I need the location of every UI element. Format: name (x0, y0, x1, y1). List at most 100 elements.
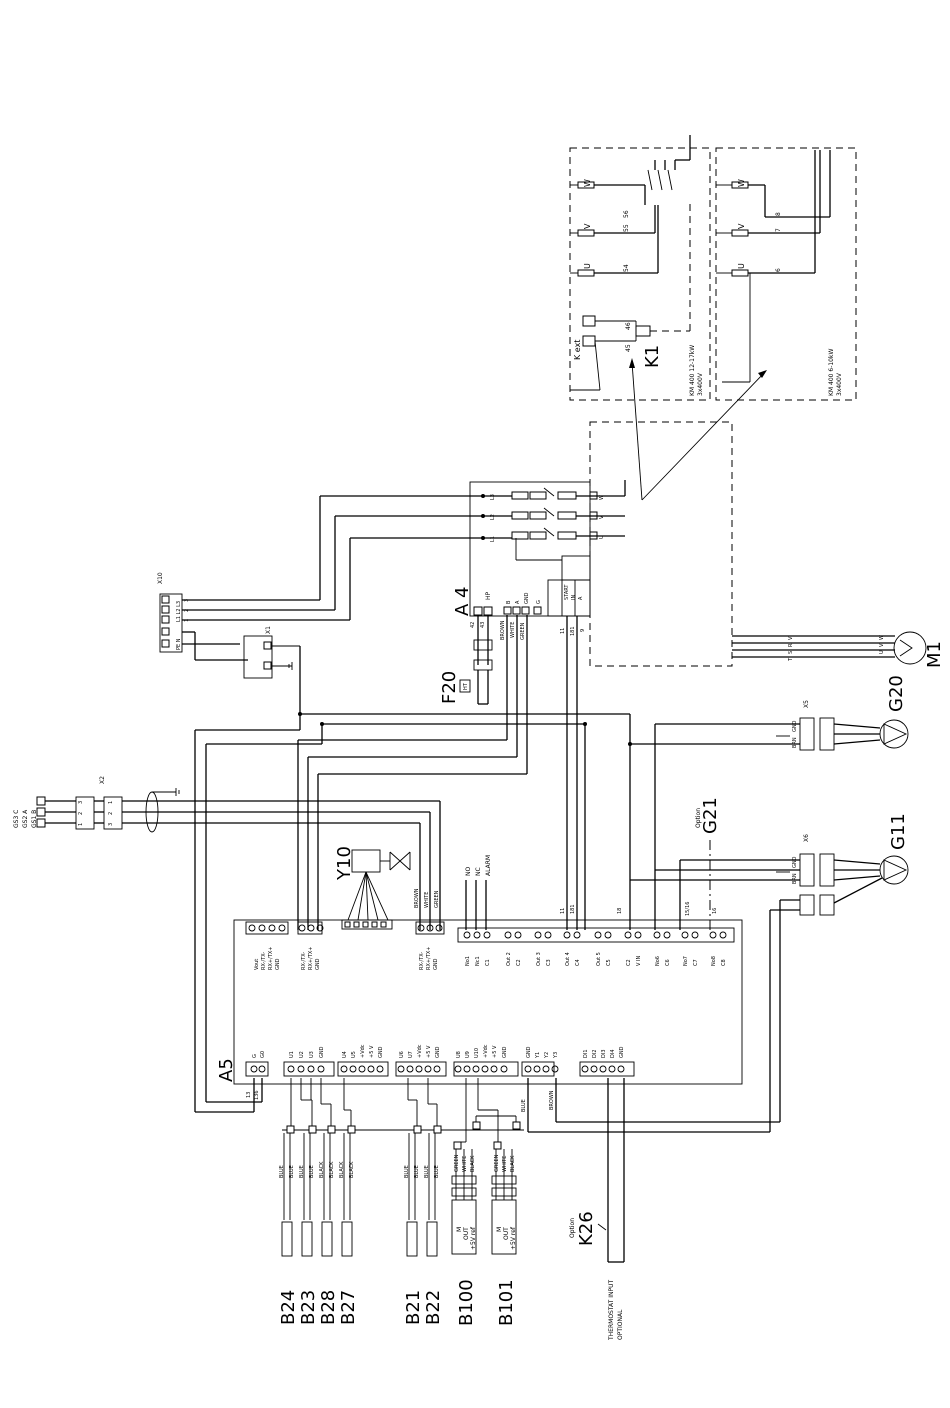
comm-color-brown: BROWN (414, 888, 420, 908)
km-400-12-17kw-label: KM 400 12-17kW (689, 345, 696, 396)
svg-text:G: G (536, 600, 542, 604)
comm-top-label: Vout (254, 959, 260, 970)
input-terminal-label: +5 V (369, 1045, 375, 1058)
svg-text:U: U (879, 650, 885, 654)
svg-text:2: 2 (108, 812, 114, 815)
input-terminal-label: +Vdc (417, 1044, 423, 1058)
k26-thermostat: K26 Option THERMOSTAT INPUT OPTIONAL (569, 1078, 625, 1341)
output-terminal-label: C6 (665, 959, 671, 966)
wire-number-181: 181 (570, 626, 576, 636)
x2-terminal: GS3 C GS2 A GS1 B 3 2 1 1 2 3 X2 (13, 776, 441, 930)
output-terminal-label: C2 (626, 959, 632, 966)
input-terminal-label: Y3 (553, 1052, 559, 1059)
svg-text:L1: L1 (490, 536, 496, 542)
x10-pe-terms: PE N (176, 638, 182, 650)
alarm-no: NO (465, 867, 472, 876)
g11-pump: GND BRN X6 G11 BLUE BROWN Option G21 (521, 797, 909, 1133)
wire-number-16: 16 (712, 908, 718, 914)
x6-label: X6 (803, 834, 810, 842)
output-terminal-label: C5 (606, 959, 612, 966)
output-terminal-label: Out 4 (565, 952, 571, 966)
input-terminal-label: GND (619, 1046, 625, 1058)
km-400-6-10kw-voltage: 3x400V (836, 372, 843, 396)
sensor-label-b100: B100 (456, 1279, 477, 1326)
input-terminal-label: DI4 (610, 1049, 616, 1058)
sensor-head-ref: +5V ref (470, 1226, 477, 1250)
input-terminal-label: GND (502, 1046, 508, 1058)
uvw-w: W (599, 495, 605, 500)
svg-text:GND: GND (792, 856, 798, 868)
f20-label: F20 (439, 671, 460, 704)
wire-number-55: 55 (623, 224, 630, 232)
g20-label: G20 (886, 675, 907, 712)
wire-number-15-16: 15/16 (685, 902, 691, 916)
sensor-label-b22: B22 (423, 1290, 444, 1325)
sensor-wire-color: BLUE (289, 1165, 295, 1178)
svg-text:BRN: BRN (792, 737, 798, 748)
svg-text:V: V (879, 643, 885, 647)
wire-number-9: 9 (580, 629, 586, 632)
sensor-label-b24: B24 (278, 1290, 299, 1325)
x1-label: X1 (265, 626, 272, 634)
km-400-6-10kw-label: KM 400 6-10kW (828, 349, 835, 396)
svg-text:T: T (788, 657, 794, 662)
output-terminal-label: C4 (575, 959, 581, 966)
input-terminal-label: G (252, 1054, 258, 1058)
svg-text:GND: GND (792, 720, 798, 732)
sensor-wire-color: WHITE (462, 1156, 468, 1172)
wire-color-brown-y: BROWN (549, 1090, 555, 1110)
sensor-wire-color: BLUE (414, 1165, 420, 1178)
sensor-head-m: M (496, 1227, 503, 1232)
svg-text:R: R (788, 643, 794, 647)
thermostat-optional-label: OPTIONAL (617, 1309, 624, 1340)
sensor-label-b23: B23 (298, 1290, 319, 1325)
svg-text:L3: L3 (490, 494, 496, 500)
uvw-v: V (599, 515, 605, 519)
uvw-label-v: V (583, 223, 592, 229)
uvw-label-w: W (583, 179, 592, 187)
wire-number-8: 8 (775, 212, 782, 216)
input-terminal-label: +Vdc (483, 1044, 489, 1058)
sensor-wire-color: GREEN (494, 1154, 500, 1172)
g21-option: Option (695, 808, 702, 828)
input-terminal-label: GND (435, 1046, 441, 1058)
wire-number-7: 7 (775, 228, 782, 232)
sensor-wire-color: BLUE (279, 1165, 285, 1178)
wire-number-56: 56 (623, 210, 630, 218)
output-terminal-label: Out 2 (506, 952, 512, 966)
sensor-label-b21: B21 (403, 1290, 424, 1325)
svg-text:3: 3 (184, 599, 190, 602)
comm-top-label: GND (275, 958, 281, 970)
sensor-wire-color: BLUE (404, 1165, 410, 1178)
input-terminal-label: U7 (408, 1051, 414, 1058)
sensor-wire-color: BLACK (329, 1161, 335, 1178)
x5-label: X5 (803, 700, 810, 708)
input-terminal-label: +5 V (492, 1045, 498, 1058)
svg-text:START: START (564, 584, 570, 600)
wire-number-42: 42 (470, 622, 476, 628)
km400-6-10kw-box: W V U 8 7 6 KM 400 6-10kW 3x400V (715, 147, 857, 401)
f20-box-label: HT (463, 682, 469, 690)
a4-label: A 4 (452, 587, 473, 617)
sensor-wire-color: BLUE (299, 1165, 305, 1178)
g20-pump: GND BRN X5 G20 (584, 675, 909, 930)
wire-number-54: 54 (623, 264, 630, 272)
comm-color-white: WHITE (424, 892, 430, 908)
sensor-label-b101: B101 (496, 1279, 517, 1326)
sensor-head-ref: +5V ref (510, 1226, 517, 1250)
wire-number-45: 45 (625, 344, 632, 352)
input-terminal-label: DI3 (601, 1049, 607, 1058)
g11-label: G11 (888, 813, 909, 850)
wire-number-18: 18 (617, 908, 623, 914)
uvw-label-u: U (583, 263, 592, 269)
input-terminal-label: GND (378, 1046, 384, 1058)
gs3-label: GS3 C (13, 810, 20, 828)
x10-terminal: X10 L1 L2 L3 PE N 3 2 1 (157, 495, 483, 661)
comm-mid-label: RX-/TX- (301, 952, 307, 970)
k1-label: K1 (642, 345, 663, 368)
output-terminal-label: C1 (485, 959, 491, 966)
comm-mid-label: GND (315, 958, 321, 970)
wire-number-11: 11 (560, 628, 566, 634)
svg-text:W: W (879, 635, 885, 640)
